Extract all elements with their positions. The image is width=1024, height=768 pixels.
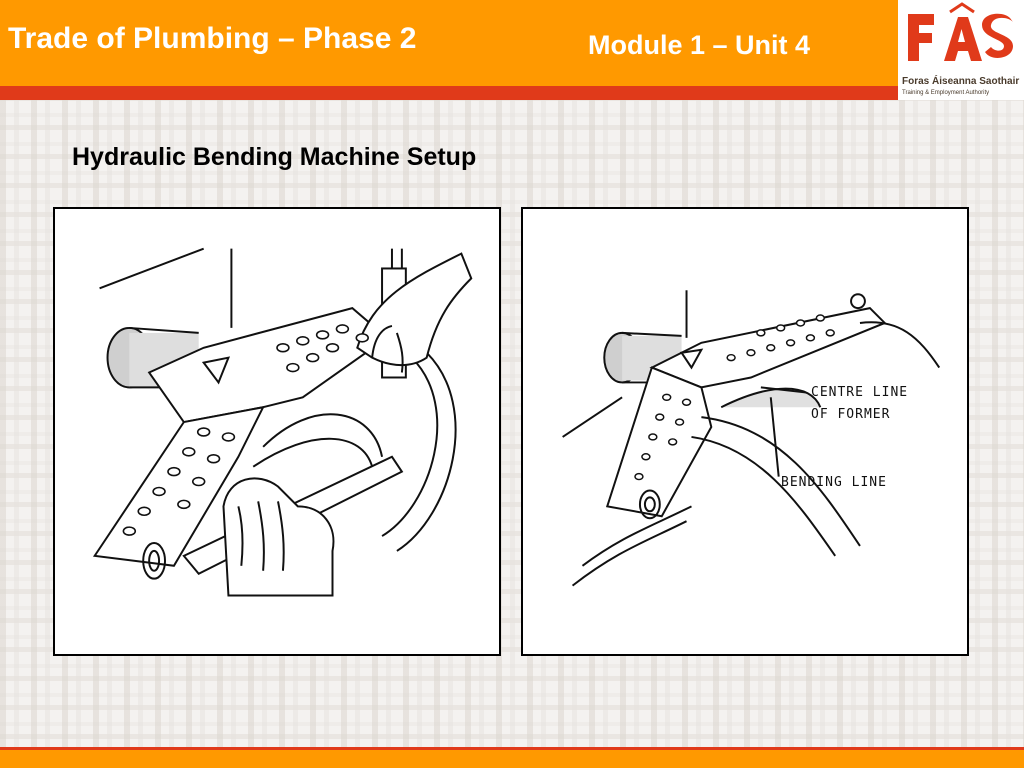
footer-bar xyxy=(0,750,1024,768)
header-bar: Trade of Plumbing – Phase 2 Module 1 – U… xyxy=(0,0,898,86)
label-bending-line: BENDING LINE xyxy=(781,475,887,490)
fas-logo: Foras Áiseanna Saothair Training & Emplo… xyxy=(898,0,1024,100)
plate-holes xyxy=(634,314,835,481)
figure-bending-setup-hands xyxy=(53,207,501,656)
logo-name: Foras Áiseanna Saothair xyxy=(902,76,1020,87)
bending-machine-drawing xyxy=(92,247,473,597)
slide-heading: Hydraulic Bending Machine Setup xyxy=(72,143,477,171)
module-label: Module 1 – Unit 4 xyxy=(588,30,811,60)
figure-bending-lines: CENTRE LINE OF FORMER BENDING LINE xyxy=(521,207,969,656)
plate-holes xyxy=(122,324,369,536)
fas-wordmark-icon xyxy=(908,2,1013,61)
logo-tagline: Training & Employment Authority xyxy=(902,90,990,96)
footer-stripe xyxy=(0,747,1024,750)
bending-machine-labelled-drawing xyxy=(562,290,941,587)
header-stripe xyxy=(0,86,898,100)
label-centre-line: CENTRE LINE xyxy=(811,385,909,400)
label-of-former: OF FORMER xyxy=(811,407,891,422)
course-title: Trade of Plumbing – Phase 2 xyxy=(8,22,417,55)
